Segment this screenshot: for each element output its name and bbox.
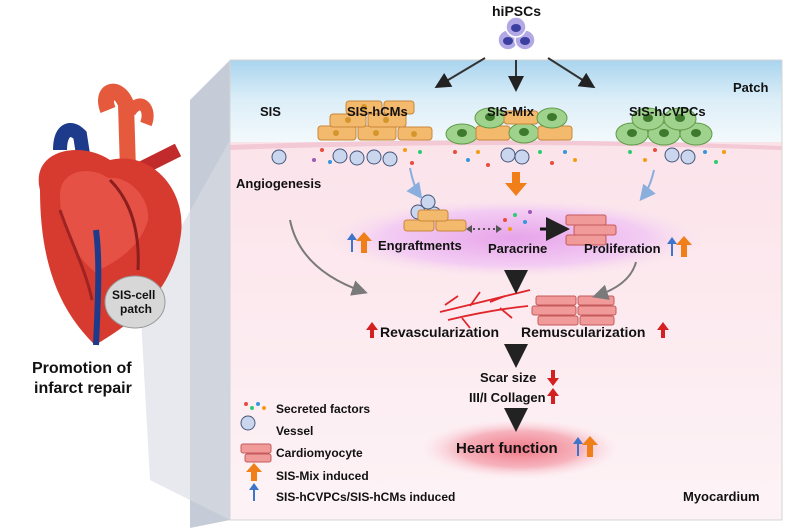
caption-line2: infarct repair bbox=[34, 380, 132, 397]
mix-orange-arrow bbox=[505, 172, 527, 196]
group-label-sis-hcvpcs: SIS-hCVPCs bbox=[629, 104, 706, 119]
scar-size-label: Scar size bbox=[480, 370, 537, 385]
revascularization-label: Revascularization bbox=[380, 324, 500, 340]
mix-cells bbox=[445, 107, 573, 145]
secreted-factor-dots bbox=[244, 148, 726, 410]
arrow-to-hcms bbox=[434, 57, 486, 89]
heart-function-glow bbox=[420, 419, 620, 479]
patch-label: Patch bbox=[733, 80, 769, 95]
hipsc-cells-icon bbox=[497, 16, 536, 51]
legend-vessel: Vessel bbox=[276, 424, 314, 438]
proliferation-to-remusc-arrow bbox=[592, 261, 637, 300]
engraftments-label: Engraftments bbox=[378, 238, 462, 253]
angiogenesis-label: Angiogenesis bbox=[236, 176, 322, 191]
hcms-to-engraftment-arrow bbox=[406, 167, 423, 200]
patch-on-heart bbox=[104, 275, 166, 329]
legend-mix-induced: SIS-Mix induced bbox=[276, 469, 369, 483]
caption-line1: Promotion of bbox=[32, 360, 132, 377]
legend-hcvpc-hcm-induced: SIS-hCVPCs/SIS-hCMs induced bbox=[276, 490, 456, 504]
heart-patch-label-line1: SIS-cell bbox=[112, 288, 156, 302]
angiogenesis-to-revasc-arrow bbox=[289, 219, 368, 296]
heart-function-label: Heart function bbox=[456, 440, 558, 457]
legend-blue-arrow-icon bbox=[249, 483, 259, 501]
legend-orange-arrow-icon bbox=[246, 463, 262, 481]
engraftment-cells bbox=[403, 209, 467, 232]
heart-illustration bbox=[38, 83, 182, 346]
group-label-sis-mix: SIS-Mix bbox=[487, 104, 534, 119]
arrow-to-hcvpcs bbox=[547, 57, 596, 89]
legend-icons bbox=[240, 443, 272, 501]
hcvpcs-to-proliferation-arrow bbox=[639, 169, 656, 202]
hipscs-label: hiPSCs bbox=[492, 3, 542, 19]
group-label-sis: SIS bbox=[260, 104, 281, 119]
collagen-label: III/I Collagen bbox=[469, 390, 546, 405]
hcvpc-cells bbox=[615, 107, 713, 146]
heart-patch-label-line2: patch bbox=[120, 302, 153, 316]
paracrine-label: Paracrine bbox=[488, 241, 548, 256]
legend-cardiomyocyte-icon bbox=[240, 443, 272, 454]
group-label-sis-hcms: SIS-hCMs bbox=[347, 104, 408, 119]
remuscularization-cardiomyocytes bbox=[531, 295, 617, 326]
indicator-arrows bbox=[347, 232, 692, 457]
legend-secreted-factors: Secreted factors bbox=[276, 402, 371, 416]
myocardium-label: Myocardium bbox=[683, 489, 760, 504]
legend-cardiomyocyte: Cardiomyocyte bbox=[276, 446, 363, 460]
hcms-cardiomyocytes bbox=[317, 100, 433, 141]
proliferation-label: Proliferation bbox=[584, 241, 661, 256]
proliferation-cardiomyocytes bbox=[565, 214, 617, 246]
remuscularization-label: Remuscularization bbox=[521, 324, 646, 340]
